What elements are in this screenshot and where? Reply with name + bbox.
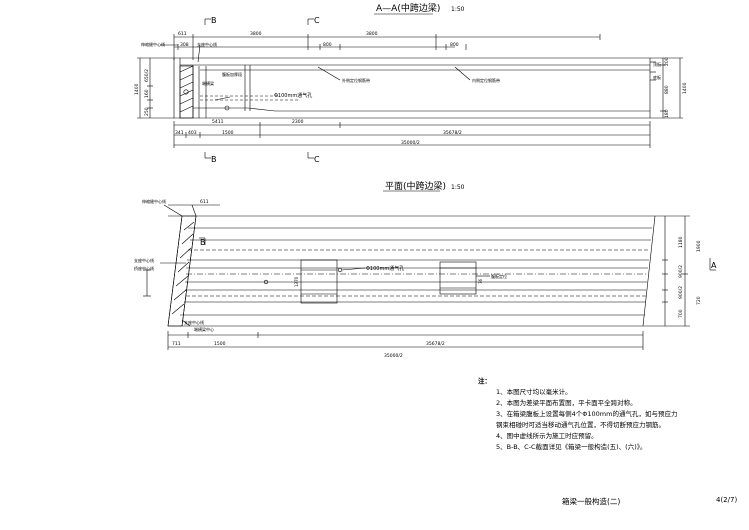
plan-dim-900b: 900/2 — [678, 286, 684, 299]
dim-left-1400: 1400 — [134, 83, 140, 95]
dim-left-650: 650/2 — [144, 69, 150, 82]
plan-cut-a: A — [711, 261, 717, 270]
dim-left-160: 160 — [144, 89, 150, 98]
dim-5411: 5411 — [212, 119, 224, 125]
cut-c-top-label: C — [314, 16, 320, 25]
label-vent: Φ100mm通气孔 — [274, 92, 312, 99]
dim-right-200: 200 — [664, 57, 670, 66]
plan-label-expansion: 伸缩缝中心线 — [142, 198, 166, 204]
plan-dim-35000: 35000/2 — [384, 353, 403, 359]
dim-2300: 2300 — [292, 119, 304, 125]
plan-label-bridge-center: 桥座中心线 — [134, 265, 154, 271]
dim-800-b: 800 — [450, 42, 459, 48]
dim-35000: 35000/2 — [401, 140, 420, 146]
label-end-beam: 端横梁 — [202, 80, 214, 86]
label-expansion-joint: 伸缩缝中心线 — [141, 41, 165, 47]
label-web-thick: 腹板加厚段 — [222, 71, 242, 77]
plan-dim-900a: 900/2 — [678, 265, 684, 278]
plan-dim-711: 711 — [172, 341, 181, 347]
note-item: 4、图中虚线所示为施工时应预留。 — [496, 432, 598, 440]
label-bottom-slab: 底板 — [653, 74, 661, 80]
section-scale: 1:50 — [451, 6, 465, 13]
drawing-footer-title: 箱梁一般构造(二) — [562, 497, 621, 506]
plan-label-support-bot: 支座中心线 — [184, 319, 204, 325]
plan-dim-700: 700 — [678, 309, 684, 318]
dim-3800-b: 3800 — [366, 31, 378, 37]
plan-dim-1370: 1370 — [294, 276, 299, 287]
label-inner-bar: 内侧定位钢筋带 — [472, 77, 500, 83]
notes-block: 注： 1、本图尺寸均以毫米计。 2、本图为差梁平面布置图，平卡面平全跨对称。 3… — [478, 376, 738, 453]
plan-label-vent: Φ100mm通气孔 — [366, 265, 404, 272]
label-outer-bar: 外侧定位钢筋带 — [342, 77, 370, 83]
plan-dim-1900: 1900 — [696, 240, 702, 252]
plan-title: 平面(中跨边梁) — [385, 180, 446, 192]
dim-1500: 1500 — [222, 130, 234, 136]
drawing-page-number: 4(2/7) — [716, 496, 738, 504]
dim-308: 308 — [180, 42, 189, 48]
dim-right-180: 180 — [664, 109, 670, 118]
plan-dim-720: 720 — [696, 296, 702, 305]
section-title: A—A(中跨边梁) — [376, 2, 440, 14]
notes-heading: 注： — [478, 377, 491, 385]
plan-cut-b: B — [200, 238, 206, 247]
cut-b-top-label: B — [211, 16, 217, 25]
plan-dim-76: 76 — [478, 278, 483, 284]
note-item: 钢束相碰时可适当移动通气孔位置，不得切断预应力钢筋。 — [496, 421, 665, 429]
note-item: 3、在箱梁腹板上设置每侧4个Φ100mm的通气孔，如与预应力 — [496, 410, 678, 418]
dim-left-250: 250 — [144, 107, 150, 116]
plan-label-support-left: 支座中心线 — [134, 257, 154, 263]
dim-right-880: 880 — [664, 85, 670, 94]
cut-c-bottom-label: C — [314, 155, 320, 164]
note-item: 5、B-B、C-C截面详见《箱梁一般构造(五)、(六)》。 — [496, 443, 647, 451]
label-support-center: 支座中心线 — [197, 41, 217, 47]
plan-dim-1180: 1180 — [678, 236, 684, 248]
dim-3800-a: 3800 — [250, 31, 262, 37]
note-item: 1、本图尺寸均以毫米计。 — [496, 388, 572, 396]
plan-label-end-bot: 端横梁中心 — [194, 326, 214, 332]
plan-dim-1500: 1500 — [214, 341, 226, 347]
plan-dim-35678: 35678/2 — [426, 341, 445, 347]
dim-35678: 35678/2 — [443, 130, 462, 136]
plan-label-web: 腹板定位 — [491, 273, 507, 279]
dim-right-1400: 1400 — [682, 82, 688, 94]
plan-dim-611: 611 — [200, 199, 209, 205]
plan-scale: 1:50 — [451, 184, 465, 191]
dim-800-a: 800 — [323, 42, 332, 48]
dim-341: 341 — [175, 130, 184, 136]
dim-611: 611 — [178, 31, 187, 37]
label-top-slab: 顶板 — [653, 61, 661, 67]
note-item: 2、本图为差梁平面布置图，平卡面平全跨对称。 — [496, 399, 637, 407]
dim-403: 403 — [188, 130, 197, 136]
cut-b-bottom-label: B — [211, 155, 217, 164]
